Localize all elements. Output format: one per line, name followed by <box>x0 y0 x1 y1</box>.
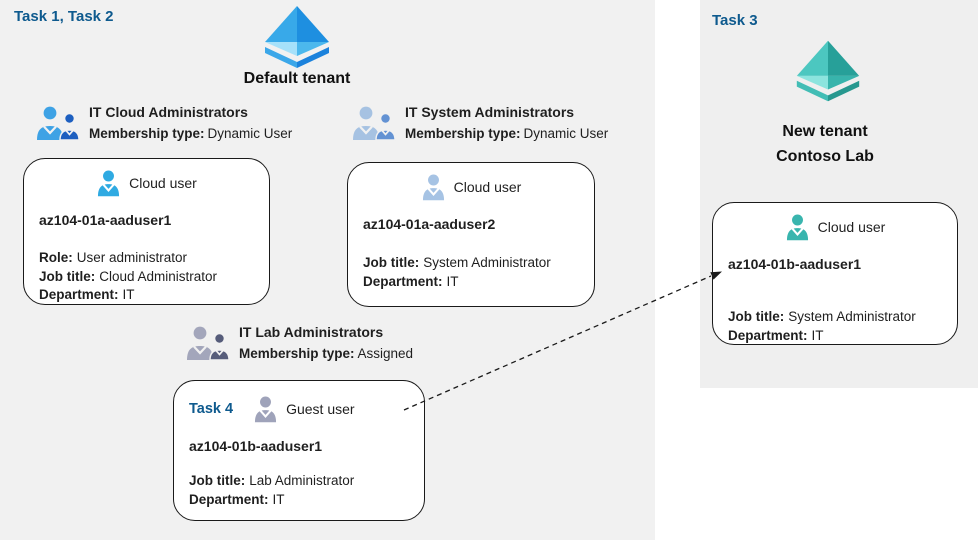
cloud-user-icon <box>421 173 446 201</box>
new-tenant-org: Contoso Lab <box>776 148 874 165</box>
membership-type: Membership type:Assigned <box>239 346 413 361</box>
membership-value: Assigned <box>357 346 414 361</box>
attribute-value: System Administrator <box>788 309 916 324</box>
membership-value: Dynamic User <box>523 126 609 141</box>
attribute-value: System Administrator <box>423 255 551 270</box>
user-type-label: Cloud user <box>817 219 886 235</box>
attribute-row: Department:IT <box>363 273 594 292</box>
cloud-user-icon <box>96 169 121 197</box>
user-type-label: Guest user <box>286 401 355 417</box>
attribute-value: User administrator <box>76 250 188 265</box>
username: az104-01b-aaduser1 <box>728 256 862 272</box>
default-tenant-icon <box>257 4 337 68</box>
attribute-row: Department:IT <box>728 327 957 346</box>
membership-label: Membership type: <box>89 126 205 141</box>
attribute-row: Job title:Lab Administrator <box>189 472 424 491</box>
attribute-value: Cloud Administrator <box>99 268 218 284</box>
group-users-icon <box>36 105 82 141</box>
attribute-row: Role:User administrator <box>39 249 269 268</box>
user-card-aaduser1: Cloud user az104-01a-aaduser1 Role:User … <box>23 158 270 305</box>
attribute-label: Job title: <box>189 473 246 488</box>
attribute-value: Lab Administrator <box>249 473 355 488</box>
attribute-label: Department: <box>189 491 269 507</box>
membership-label: Membership type: <box>405 126 521 141</box>
membership-type: Membership type:Dynamic User <box>89 126 292 141</box>
attribute-row: Job title:System Administrator <box>363 254 594 273</box>
attribute-row: Department:IT <box>189 491 424 510</box>
group-it-cloud-administrators: IT Cloud Administrators Membership type:… <box>36 104 292 141</box>
group-users-icon <box>352 105 398 141</box>
user-type-label: Cloud user <box>453 179 522 195</box>
attribute-value: IT <box>272 491 285 507</box>
guest-user-icon <box>253 395 278 423</box>
group-it-system-administrators: IT System Administrators Membership type… <box>352 104 608 141</box>
user-card-newtenant-aaduser1: Cloud user az104-01b-aaduser1 Job title:… <box>712 202 958 345</box>
username: az104-01b-aaduser1 <box>189 438 323 454</box>
attribute-value: IT <box>446 273 459 289</box>
new-tenant-icon <box>789 38 867 102</box>
attribute-value: IT <box>811 327 824 343</box>
user-type-label: Cloud user <box>129 175 197 191</box>
username: az104-01a-aaduser2 <box>363 216 496 232</box>
cloud-user-icon <box>785 213 810 241</box>
group-it-lab-administrators: IT Lab Administrators Membership type:As… <box>186 324 413 361</box>
attribute-row: Department:IT <box>39 286 269 305</box>
default-tenant-name: Default tenant <box>243 70 351 87</box>
attribute-value: IT <box>122 287 135 302</box>
task4-label: Task 4 <box>189 401 234 417</box>
group-title: IT Lab Administrators <box>239 324 384 340</box>
attribute-row: Job title:System Administrator <box>728 308 957 327</box>
task1-task2-label: Task 1, Task 2 <box>14 8 114 25</box>
username: az104-01a-aaduser1 <box>39 212 172 228</box>
attribute-label: Department: <box>363 273 443 289</box>
attribute-label: Department: <box>728 327 808 343</box>
membership-label: Membership type: <box>239 346 355 361</box>
user-card-aaduser2: Cloud user az104-01a-aaduser2 Job title:… <box>347 162 595 307</box>
task3-label: Task 3 <box>712 12 758 29</box>
group-title: IT Cloud Administrators <box>89 104 248 120</box>
attribute-row: Job title:Cloud Administrator <box>39 268 269 287</box>
attribute-label: Job title: <box>39 268 96 284</box>
membership-type: Membership type:Dynamic User <box>405 126 608 141</box>
group-title: IT System Administrators <box>405 104 575 120</box>
group-users-icon <box>186 325 232 361</box>
attribute-label: Role: <box>39 250 73 265</box>
attribute-label: Job title: <box>728 309 785 324</box>
membership-value: Dynamic User <box>207 126 293 141</box>
attribute-label: Department: <box>39 287 119 302</box>
new-tenant-name: New tenant <box>782 123 868 140</box>
attribute-label: Job title: <box>363 255 420 270</box>
user-card-guest-aaduser1: Task 4 Guest user az104-01b-aaduser1 Job… <box>173 380 425 521</box>
